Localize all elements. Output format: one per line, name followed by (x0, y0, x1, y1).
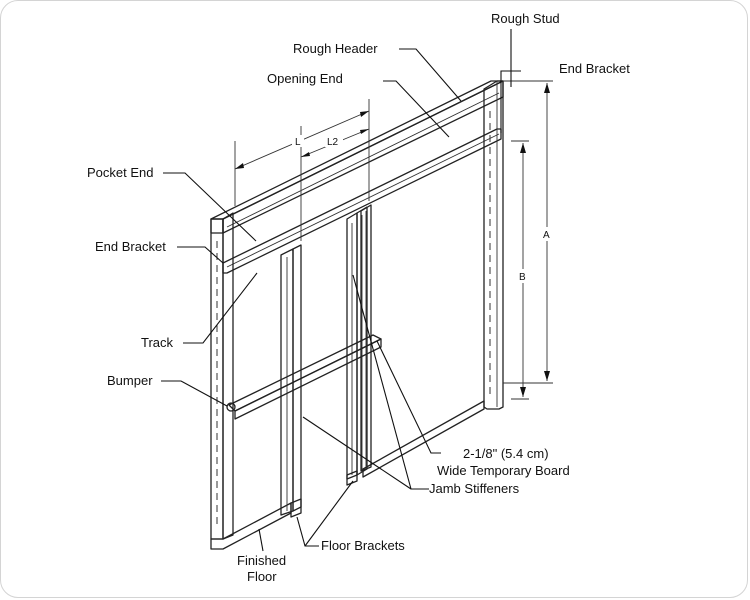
rough-stud (362, 80, 504, 478)
label-board-width: 2-1/8" (5.4 cm) (463, 446, 549, 461)
bumper-shape (226, 402, 236, 412)
dimension-l (234, 99, 370, 241)
label-jamb-stiffeners: Jamb Stiffeners (429, 481, 520, 496)
label-end-bracket-left: End Bracket (95, 239, 166, 254)
dim-label-l2: L2 (327, 137, 339, 148)
dim-label-b: B (519, 272, 526, 283)
dim-label-a: A (543, 230, 550, 241)
label-rough-stud: Rough Stud (491, 11, 560, 26)
dim-label-l: L (295, 137, 301, 148)
leader-lines (161, 29, 521, 552)
label-finished-floor-2: Floor (247, 569, 277, 584)
floor-brackets (290, 470, 358, 518)
label-finished-floor-1: Finished (237, 553, 286, 568)
label-temporary-board: Wide Temporary Board (437, 463, 570, 478)
label-bumper: Bumper (107, 373, 153, 388)
temporary-board (226, 334, 382, 420)
label-rough-header: Rough Header (293, 41, 378, 56)
rough-header (210, 80, 504, 234)
label-pocket-end: Pocket End (87, 165, 154, 180)
label-end-bracket-top: End Bracket (559, 61, 630, 76)
label-track: Track (141, 335, 174, 350)
label-opening-end: Opening End (267, 71, 343, 86)
label-floor-brackets: Floor Brackets (321, 538, 405, 553)
